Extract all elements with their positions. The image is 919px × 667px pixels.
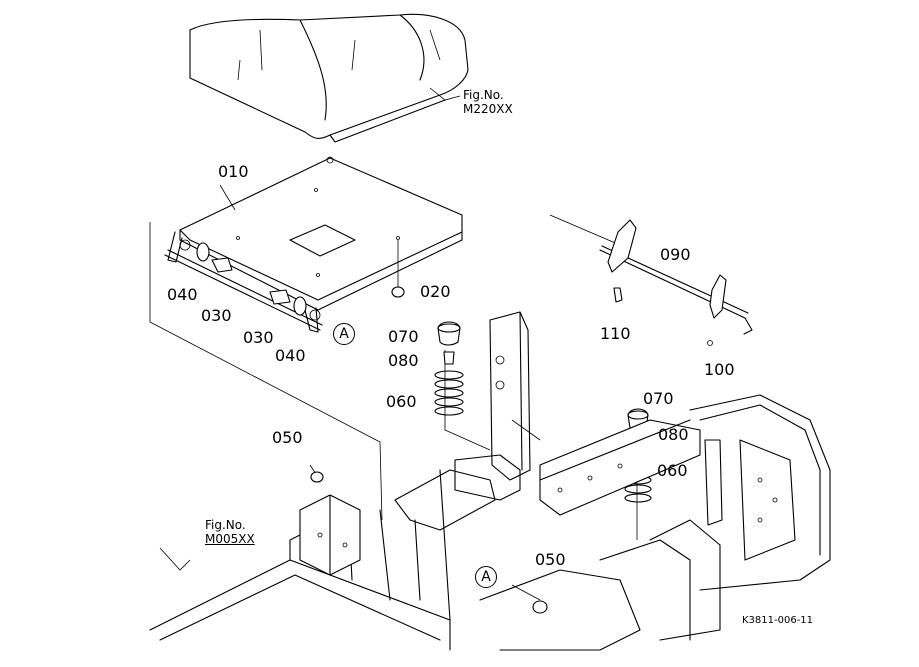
frame-fig-number: M005XX	[205, 531, 255, 546]
part-label-010: 010	[218, 162, 249, 181]
cross-member	[539, 419, 701, 516]
part-label-070: 070	[643, 389, 674, 408]
part-label-020: 020	[420, 282, 451, 301]
main-frame-left	[149, 454, 521, 651]
part-label-030: 030	[243, 328, 274, 347]
part-label-050: 050	[535, 550, 566, 569]
seat-fig-title: Fig.No.	[463, 88, 504, 102]
part-label-040: 040	[275, 346, 306, 365]
nut-020	[391, 286, 405, 298]
spring-stack-left	[434, 321, 464, 416]
frame-fig-title: Fig.No.	[205, 518, 246, 532]
part-label-060: 060	[386, 392, 417, 411]
part-label-050: 050	[272, 428, 303, 447]
support-bracket	[489, 311, 541, 481]
seat-outline	[189, 13, 469, 143]
part-label-110: 110	[600, 324, 631, 343]
seat-base-plate	[167, 156, 463, 333]
part-label-100: 100	[704, 360, 735, 379]
part-label-080: 080	[658, 425, 689, 444]
washer-050-left	[310, 471, 324, 483]
frame-figure-reference: Fig.No. M005XX	[205, 518, 255, 547]
pivot-shaft	[164, 242, 323, 331]
seat-fig-number: M220XX	[463, 101, 513, 116]
part-label-040: 040	[167, 285, 198, 304]
washer-050-lower	[511, 584, 548, 614]
drawing-code: K3811-006-11	[742, 615, 814, 626]
seat-figure-reference: Fig.No. M220XX	[463, 88, 513, 117]
lever-rod	[599, 219, 753, 346]
main-frame-right	[479, 394, 831, 651]
part-label-080: 080	[388, 351, 419, 370]
part-label-030: 030	[201, 306, 232, 325]
part-label-060: 060	[657, 461, 688, 480]
frame-ref-leader	[159, 547, 191, 571]
part-label-070: 070	[388, 327, 419, 346]
marker-a-upper: A	[333, 323, 355, 345]
part-label-090: 090	[660, 245, 691, 264]
marker-a-lower: A	[475, 566, 497, 588]
